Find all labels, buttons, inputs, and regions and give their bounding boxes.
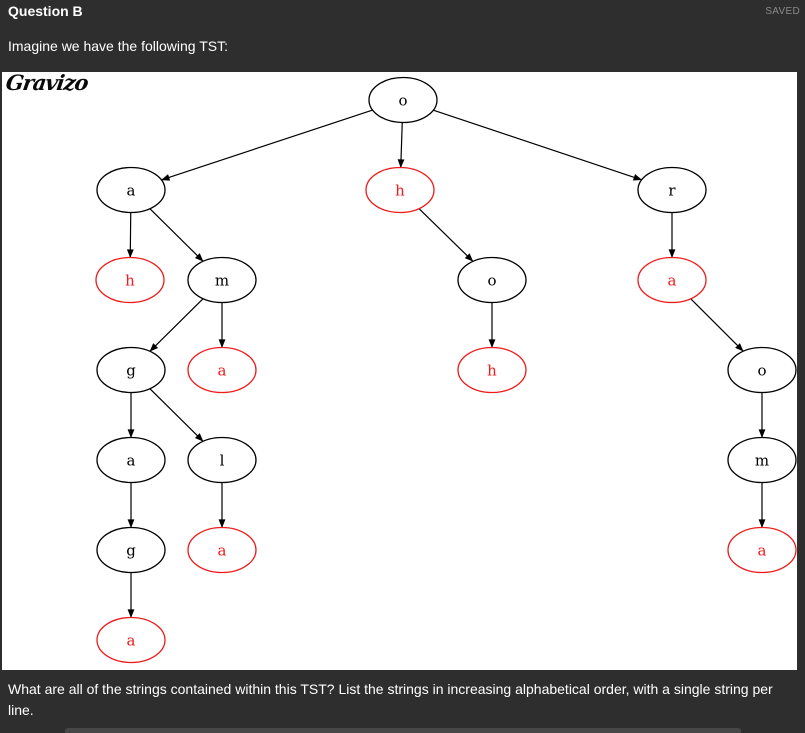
answer-field-partial[interactable] [65,728,741,733]
tree-node-label: a [218,542,227,560]
tree-node-n17-a: a [727,526,797,574]
tree-node-n3-r: r [637,166,707,214]
tree-node-ellipse [637,256,707,304]
saved-status: SAVED [765,6,800,17]
tree-node-n10-h: h [457,346,527,394]
tree-node-ellipse [187,346,257,394]
tree-edge-n0-n2 [397,122,405,168]
tree-node-label: a [127,452,136,470]
tree-edge-n0-n1 [160,109,373,181]
tree-node-n2-h: h [365,166,435,214]
tree-edge-n0-n3 [433,109,643,181]
tree-node-n4-h: h [95,256,165,304]
tree-edge-n8-n13 [149,388,204,442]
question-title: Question B [8,3,83,19]
tree-node-n0-o: o [368,76,438,124]
tree-node-n18-a: a [96,616,166,664]
tree-node-ellipse [187,526,257,574]
tree-node-n14-m: m [727,436,797,484]
question-prompt: Imagine we have the following TST: [8,38,228,54]
tree-node-label: h [395,182,405,200]
tree-node-label: a [668,272,677,290]
tree-node-ellipse [187,436,257,484]
tree-node-ellipse [96,526,166,574]
tree-node-label: h [125,272,135,290]
tree-node-label: g [126,362,136,380]
tree-edge-n5-n8 [149,298,204,352]
tree-node-n5-m: m [187,256,257,304]
tree-edge-n1-n4 [126,212,134,258]
tree-edge-n2-n6 [418,208,474,262]
tree-node-label: h [487,362,497,380]
tree-node-n12-a: a [96,436,166,484]
tree-node-n7-a: a [637,256,707,304]
tree-node-ellipse [637,166,707,214]
tree-node-n13-l: l [187,436,257,484]
tree-node-label: g [126,542,136,560]
tree-node-ellipse [96,166,166,214]
tree-node-ellipse [95,256,165,304]
tree-node-n6-o: o [457,256,527,304]
tree-node-ellipse [727,346,797,394]
tree-node-label: a [218,362,227,380]
tree-node-ellipse [187,256,257,304]
tree-node-ellipse [457,256,527,304]
tree-node-label: o [757,362,766,380]
tree-node-label: o [398,92,407,110]
tree-node-n1-a: a [96,166,166,214]
tree-node-n8-g: g [96,346,166,394]
tree-node-n15-g: g [96,526,166,574]
tree-node-n16-a: a [187,526,257,574]
tree-node-label: o [487,272,496,290]
tree-node-label: r [668,182,676,200]
tree-node-ellipse [96,616,166,664]
tree-edge-n1-n5 [149,208,204,262]
tree-node-label: l [220,452,225,470]
tree-node-ellipse [457,346,527,394]
tst-tree-diagram: o a h r h m o a g a h o a l m g a a a [95,76,797,664]
tree-node-label: m [755,452,769,470]
tree-node-ellipse [727,526,797,574]
tree-node-ellipse [727,436,797,484]
question-text: What are all of the strings contained wi… [8,681,773,718]
tree-node-ellipse [96,436,166,484]
tree-node-label: a [127,632,136,650]
tree-node-n11-o: o [727,346,797,394]
tree-node-ellipse [96,346,166,394]
tree-edge-n7-n11 [690,298,744,352]
tree-node-label: a [758,542,767,560]
tree-node-n9-a: a [187,346,257,394]
tree-node-ellipse [365,166,435,214]
tree-node-label: m [215,272,229,290]
tree-node-ellipse [368,76,438,124]
tree-node-label: a [127,182,136,200]
